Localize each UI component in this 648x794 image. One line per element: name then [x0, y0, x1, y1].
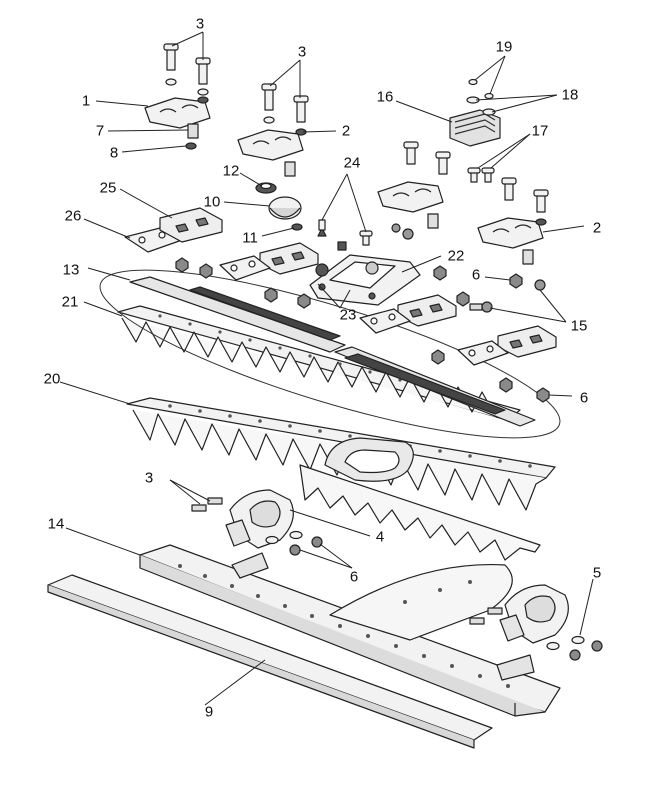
- callout-17: 17: [531, 122, 549, 140]
- base-plate: [139, 544, 561, 717]
- callout-4: 4: [375, 528, 385, 546]
- guide-plates: [124, 207, 557, 366]
- callout-11: 11: [242, 229, 258, 247]
- callout-9: 9: [204, 703, 214, 721]
- nuts-and-bolts: [175, 223, 550, 403]
- upper-knife-bar: [117, 305, 521, 421]
- clamps: [144, 97, 544, 249]
- callout-5: 5: [592, 564, 602, 582]
- callout-13: 13: [62, 261, 80, 279]
- callout-23: 23: [339, 306, 357, 324]
- callout-8: 8: [109, 144, 119, 162]
- lower-knife-bar: [126, 397, 556, 561]
- callout-6-upper: 6: [471, 266, 481, 284]
- callout-6-right: 6: [579, 389, 589, 407]
- callout-3-top-left: 3: [195, 15, 205, 33]
- callout-22: 22: [447, 247, 465, 265]
- callout-16: 16: [376, 88, 394, 106]
- callout-21: 21: [61, 293, 79, 311]
- callout-1: 1: [81, 92, 91, 110]
- callout-10: 10: [203, 193, 221, 211]
- callout-2-middle: 2: [341, 122, 351, 140]
- knife-heads: [191, 489, 603, 661]
- bolts-and-washers: [163, 43, 549, 265]
- roller-assembly: [255, 182, 303, 231]
- callout-2-right: 2: [592, 219, 602, 237]
- top-right-stack: [449, 78, 501, 183]
- callout-15: 15: [570, 317, 588, 335]
- callout-20: 20: [43, 370, 61, 388]
- callout-7: 7: [95, 122, 105, 140]
- callout-25: 25: [99, 179, 117, 197]
- callout-12: 12: [222, 162, 240, 180]
- flat-bar: [47, 574, 493, 749]
- knife-assembly-ellipse: [99, 269, 561, 439]
- callout-3-lower: 3: [144, 469, 154, 487]
- callout-18: 18: [561, 86, 579, 104]
- leader-lines: [59, 31, 594, 706]
- callout-6-lower: 6: [349, 568, 359, 586]
- callout-3-top-middle: 3: [297, 43, 307, 61]
- callout-14: 14: [47, 515, 65, 533]
- callout-19: 19: [495, 38, 513, 56]
- callout-26: 26: [64, 207, 82, 225]
- callout-24: 24: [343, 154, 361, 172]
